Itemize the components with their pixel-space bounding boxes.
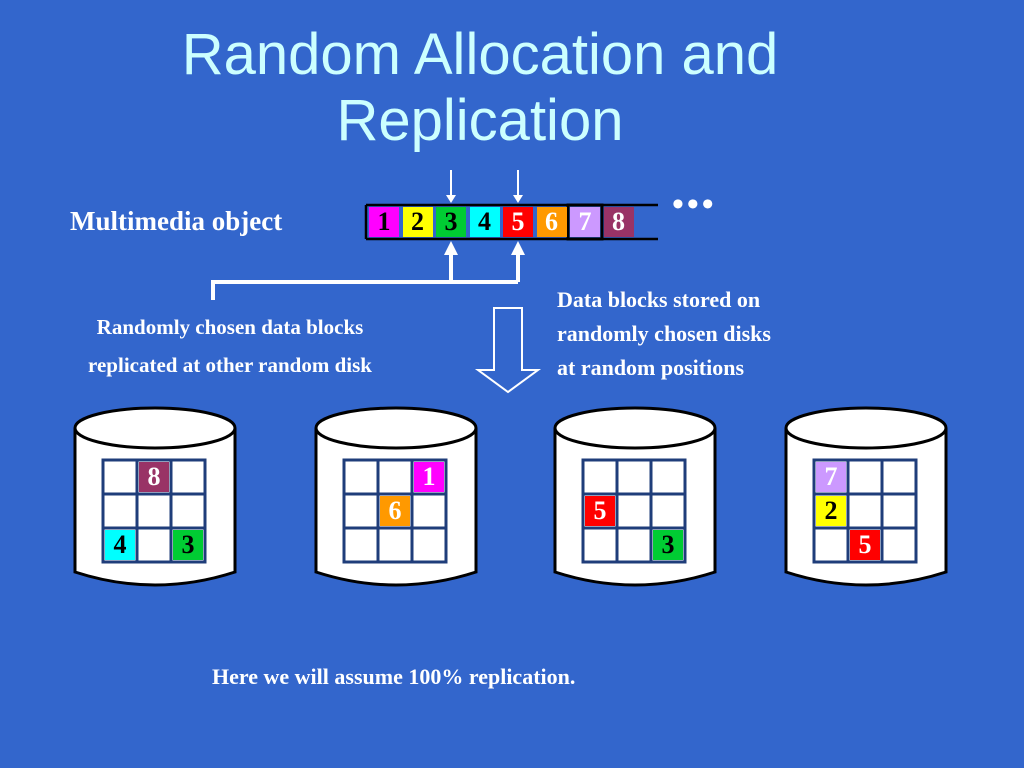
disk-2-slot-6 [342, 526, 380, 564]
arrow-up-block-5-head [511, 241, 525, 255]
disk-2-slot-8 [410, 526, 448, 564]
disk-4-slot-8 [880, 526, 918, 564]
disk-1-top [73, 406, 237, 450]
storage-flow-arrow [474, 307, 542, 394]
object-block-4: 4 [469, 207, 500, 237]
disk-3-slot-1 [615, 458, 653, 496]
arrow-down-block-3-head [446, 195, 456, 203]
disk-1-block-4: 4 [105, 530, 135, 560]
disk-3-slot-6 [581, 526, 619, 564]
object-block-8: 8 [603, 207, 634, 237]
object-block-5: 5 [503, 207, 533, 237]
multimedia-object-label: Multimedia object [70, 206, 283, 236]
disk-3-slot-7 [615, 526, 653, 564]
disk-2-slot-3 [342, 492, 380, 530]
disk-4-slot-1 [846, 458, 884, 496]
arrow-up-block-3-head [444, 241, 458, 255]
storage-note: Data blocks stored on randomly chosen di… [557, 283, 771, 385]
title-line-1: Random Allocation and [181, 22, 779, 87]
disk-2-block-6: 6 [380, 496, 410, 526]
ellipsis-indicator: ••• [672, 186, 717, 223]
disk-4-slot-4 [846, 492, 884, 530]
disk-4-block-5: 5 [850, 530, 880, 560]
disk-1-block-8: 8 [139, 462, 169, 492]
disk-1-slot-7 [135, 526, 173, 564]
storage-note-line-3: at random positions [557, 355, 745, 380]
disk-4-block-7: 7 [816, 462, 846, 492]
disk-3-block-5: 5 [585, 496, 615, 526]
disk-2-slot-7 [376, 526, 414, 564]
disk-3-top [553, 406, 717, 450]
disk-3-slot-2 [649, 458, 687, 496]
object-block-6: 6 [536, 207, 567, 237]
storage-note-line-2: randomly chosen disks [557, 321, 771, 346]
object-block-2: 2 [402, 207, 433, 237]
object-block-7: 7 [570, 207, 600, 237]
arrow-down-block-5-head [513, 195, 523, 203]
disk-2-slot-0 [342, 458, 380, 496]
storage-note-line-1: Data blocks stored on [557, 287, 761, 312]
replication-note: Randomly chosen data blocks replicated a… [40, 308, 420, 384]
disk-3-slot-4 [615, 492, 653, 530]
disk-4-top [784, 406, 948, 450]
replication-note-line-1: Randomly chosen data blocks [96, 315, 364, 339]
object-block-1: 1 [369, 207, 399, 237]
disk-3-block-3: 3 [653, 530, 683, 560]
object-block-3: 3 [436, 207, 466, 237]
disk-3-slot-5 [649, 492, 687, 530]
disk-1-slot-3 [101, 492, 139, 530]
disk-1-block-3: 3 [173, 530, 203, 560]
page-title: Random Allocation and Replication [0, 22, 960, 154]
replication-note-line-2: replicated at other random disk [88, 353, 372, 377]
disk-2-slot-1 [376, 458, 414, 496]
disk-4-block-2: 2 [816, 496, 846, 526]
disk-4-slot-2 [880, 458, 918, 496]
disk-1-slot-0 [101, 458, 139, 496]
disk-1-slot-4 [135, 492, 173, 530]
disk-1-slot-2 [169, 458, 207, 496]
replication-bracket [211, 280, 518, 300]
disk-3-slot-0 [581, 458, 619, 496]
block-7-frame [566, 203, 604, 241]
disk-1-slot-5 [169, 492, 207, 530]
replication-assumption: Here we will assume 100% replication. [212, 664, 576, 689]
disk-2-block-1: 1 [414, 462, 444, 492]
disk-4-slot-6 [812, 526, 850, 564]
title-line-2: Replication [336, 88, 624, 153]
disk-2-slot-5 [410, 492, 448, 530]
disk-2-top [314, 406, 478, 450]
disk-4-slot-5 [880, 492, 918, 530]
